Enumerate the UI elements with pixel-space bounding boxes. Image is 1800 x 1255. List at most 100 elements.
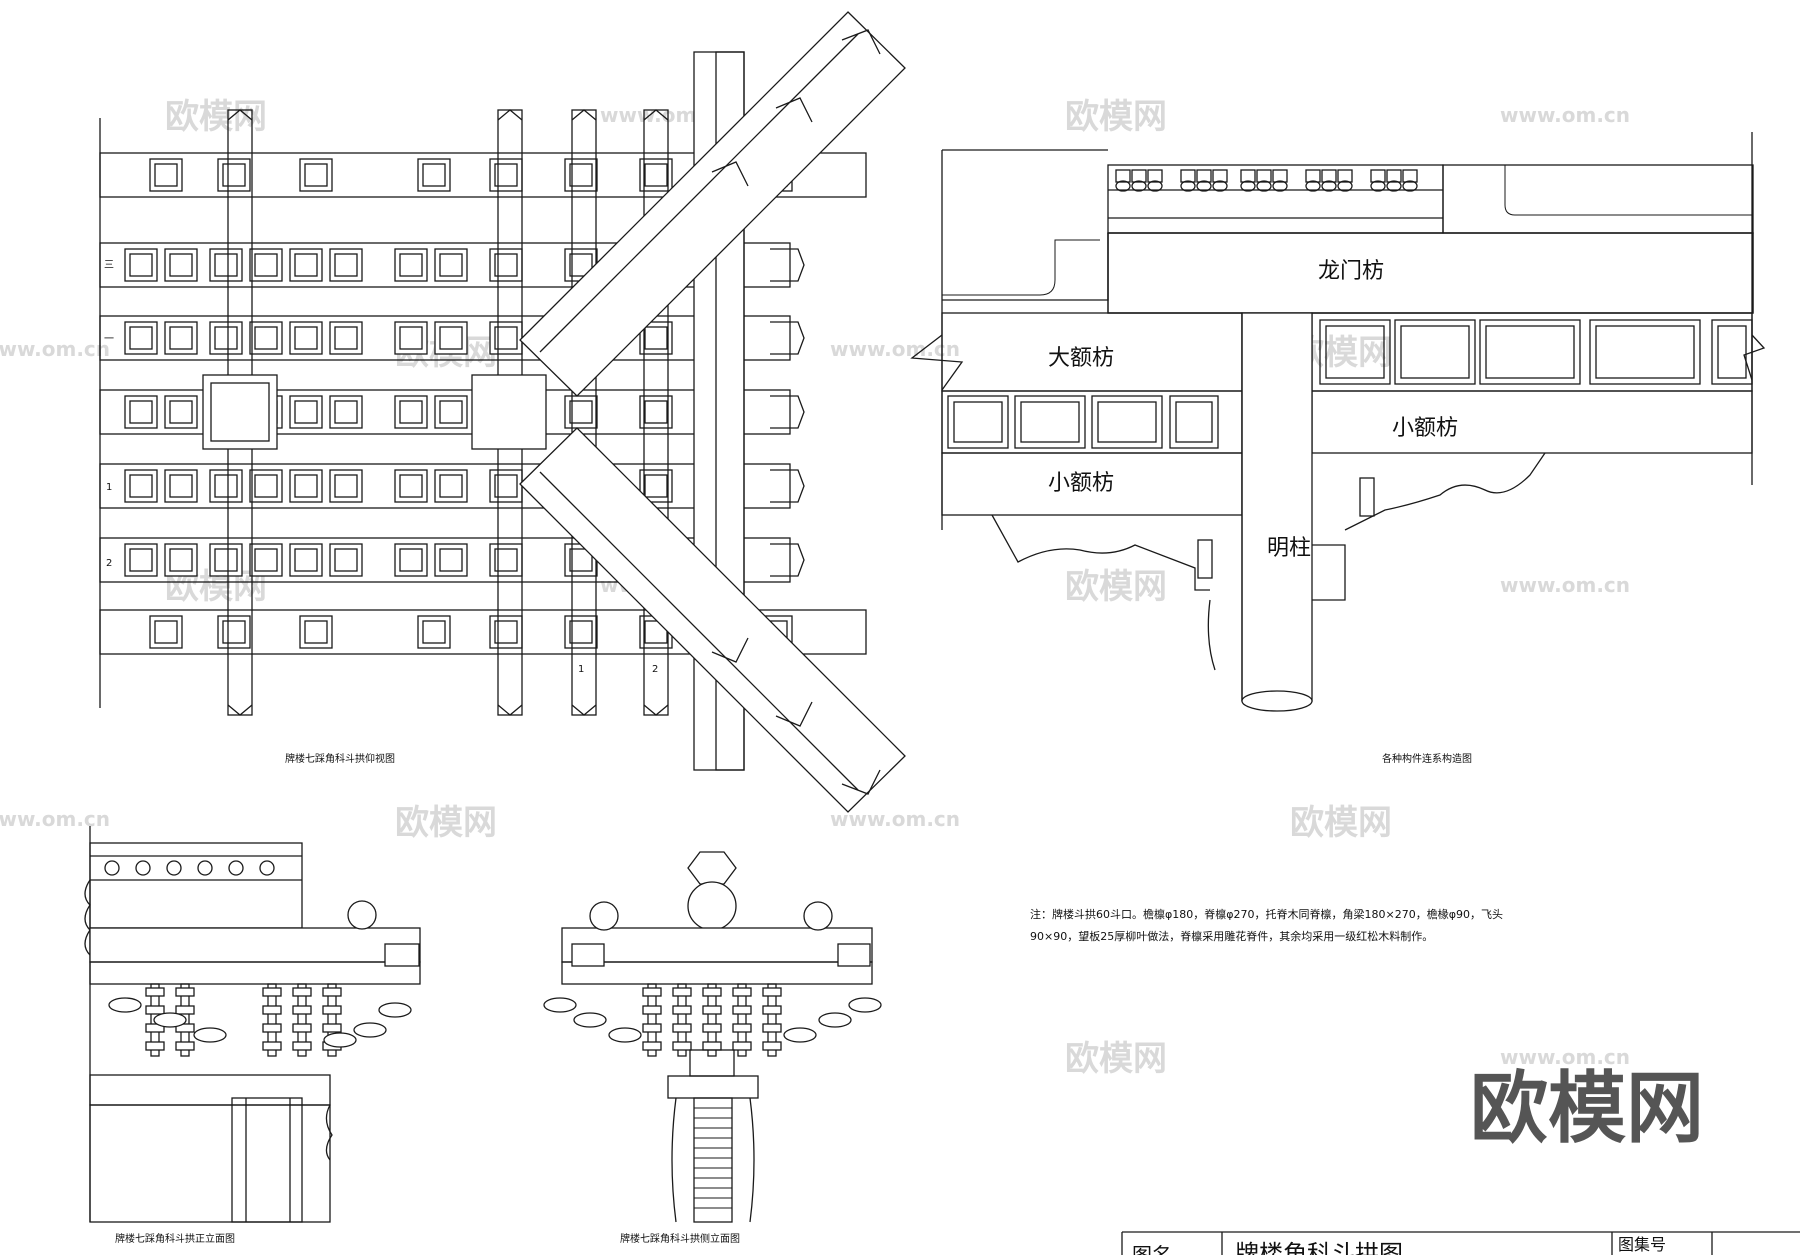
panel-inner	[1097, 401, 1157, 443]
title-col-2: 牌楼角科斗拱图	[1235, 1240, 1403, 1255]
panel-inner	[1717, 325, 1747, 379]
beam-label-longmen: 龙门枋	[1318, 259, 1384, 284]
bracket-block	[145, 1005, 165, 1015]
plan-mark: 1	[578, 664, 584, 675]
panel	[1091, 395, 1163, 449]
watermark-brand: 欧模网	[1065, 1039, 1167, 1079]
panel	[947, 395, 1009, 449]
plan-arm	[99, 609, 867, 655]
bracket-block	[702, 987, 722, 997]
bracket-block	[145, 1023, 165, 1033]
bracket-arm	[153, 1012, 187, 1028]
bracket-block	[145, 1041, 165, 1051]
plan-block-inner	[644, 620, 668, 644]
watermark-url: www.om.cn	[830, 807, 960, 831]
cornice-bracket	[1370, 180, 1386, 192]
plan-arm	[99, 389, 791, 435]
note-line-1: 注：牌楼斗拱60斗口。檐檩φ180，脊檩φ270，托脊木同脊檩，角梁180×27…	[1030, 907, 1503, 921]
plan-block-inner	[569, 620, 593, 644]
note-line-2: 90×90，望板25厚柳叶做法，脊檩采用雕花脊件，其余均采用一级红松木料制作。	[1030, 929, 1433, 943]
plan-column-end	[497, 704, 523, 716]
watermark-url: www.om.cn	[1500, 573, 1630, 597]
plan-block-inner	[214, 548, 238, 572]
plan-block-inner	[644, 400, 668, 424]
notes: 注：牌楼斗拱60斗口。檐檩φ180，脊檩φ270，托脊木同脊檩，角梁180×27…	[1030, 907, 1503, 943]
beam-label-dae: 大额枋	[1048, 346, 1114, 371]
side-caption: 牌楼七踩角科斗拱侧立面图	[620, 1232, 740, 1245]
watermark-url: www.om.cn	[0, 337, 110, 361]
bracket-post	[677, 983, 687, 1057]
watermark-url: www.om.cn	[1500, 1045, 1630, 1069]
plan-block-inner	[644, 163, 668, 187]
center-block-left	[202, 374, 278, 450]
cornice-bracket	[1321, 180, 1337, 192]
bracket-block	[292, 1023, 312, 1033]
cornice-bracket	[1240, 169, 1256, 183]
plan-block-inner	[254, 548, 278, 572]
bracket-arm	[323, 1032, 357, 1048]
center-block-right	[471, 374, 547, 450]
diagonal-corner-beam	[519, 11, 906, 813]
plan-block-inner	[304, 620, 328, 644]
bracket-head	[384, 943, 420, 967]
plan-arm	[99, 463, 791, 509]
bracket-block	[642, 1041, 662, 1051]
watermark-brand: 欧模网	[1065, 567, 1167, 607]
column-label: 明柱	[1267, 536, 1311, 561]
cornice-bracket	[1386, 169, 1402, 183]
bracket-block	[672, 987, 692, 997]
watermark-url: www.om.cn	[0, 807, 110, 831]
bracket-block	[732, 1005, 752, 1015]
plan-block-inner	[399, 400, 423, 424]
cornice-bracket	[1180, 169, 1196, 183]
bracket-block	[175, 1041, 195, 1051]
plan-column-end	[497, 109, 523, 121]
eave-dot	[259, 860, 275, 876]
plan-block-inner	[169, 474, 193, 498]
bracket-post	[647, 983, 657, 1057]
plan-block-inner	[129, 253, 153, 277]
plan-block-inner	[334, 400, 358, 424]
plan-block-inner	[399, 548, 423, 572]
bracket-block	[702, 1023, 722, 1033]
plan-block-inner	[254, 253, 278, 277]
plan-arm	[99, 537, 791, 583]
bracket-arm	[543, 997, 577, 1013]
plan-block-inner	[439, 400, 463, 424]
plan-block-inner	[644, 326, 668, 350]
panel-inner	[1400, 325, 1470, 379]
watermark-brand: 欧模网	[165, 97, 267, 137]
cornice-bracket	[1147, 180, 1163, 192]
bracket-block	[262, 987, 282, 997]
bracket-ball	[347, 900, 377, 930]
plan-block-inner	[334, 548, 358, 572]
bracket-block	[642, 1023, 662, 1033]
bracket-arm	[848, 997, 882, 1013]
plan-block-inner	[294, 253, 318, 277]
plan-block-inner	[294, 548, 318, 572]
panel-inner	[1485, 325, 1575, 379]
plan-column-end	[227, 704, 253, 716]
cornice-bracket	[1115, 169, 1131, 183]
plan-block-inner	[169, 400, 193, 424]
bracket-post	[737, 983, 747, 1057]
plan-block-inner	[294, 474, 318, 498]
bracket-block	[762, 1041, 782, 1051]
plan-column-end	[571, 704, 597, 716]
title-block: 图名 牌楼角科斗拱图 图集号	[1121, 1231, 1800, 1255]
bracket-post	[707, 983, 717, 1057]
panel-inner	[1020, 401, 1080, 443]
plan-block-inner	[399, 253, 423, 277]
plan-block-inner	[294, 326, 318, 350]
cornice-bracket	[1386, 180, 1402, 192]
cornice-bracket	[1256, 169, 1272, 183]
plan-arm-end	[770, 469, 805, 503]
plan-block-inner	[439, 474, 463, 498]
bracket-head	[571, 943, 605, 967]
bracket-block	[322, 1023, 342, 1033]
plan-arm-end	[770, 395, 805, 429]
bracket-arm	[193, 1027, 227, 1043]
bracket-block	[642, 987, 662, 997]
bracket-block	[672, 1023, 692, 1033]
